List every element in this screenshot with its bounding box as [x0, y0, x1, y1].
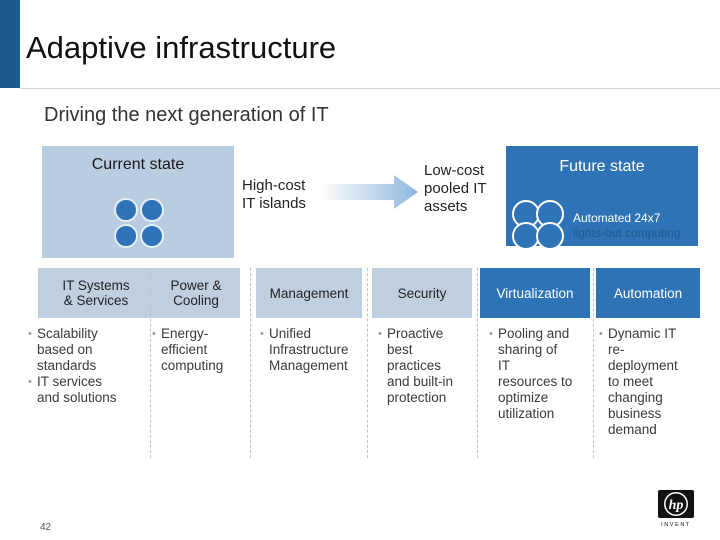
pooled-servers-icon — [512, 200, 570, 254]
bullet-item: Pooling and sharing of IT resources to o… — [489, 326, 591, 422]
column-divider — [477, 268, 478, 458]
low-cost-label: Low-cost pooled IT assets — [424, 162, 487, 215]
column-header-security: Security — [372, 268, 472, 318]
column-header-virtualization: Virtualization — [480, 268, 590, 318]
column-bullets-it-systems: Scalability based on standards IT servic… — [28, 326, 148, 406]
bullet-item: IT services and solutions — [28, 374, 148, 406]
logo-text: hp — [669, 498, 684, 513]
column-divider — [150, 268, 151, 458]
column-divider — [593, 268, 594, 458]
column-bullets-automation: Dynamic IT re- deployment to meet changi… — [599, 326, 703, 438]
high-cost-label: High-cost IT islands — [242, 177, 306, 212]
column-bullets-power-cooling: Energy- efficient computing — [152, 326, 248, 374]
column-header-it-systems: IT Systems& Services — [38, 268, 154, 318]
bullet-item: Unified Infrastructure Management — [260, 326, 366, 374]
column-header-management: Management — [256, 268, 362, 318]
column-bullets-management: Unified Infrastructure Management — [260, 326, 366, 374]
column-divider — [367, 268, 368, 458]
column-bullets-virtualization: Pooling and sharing of IT resources to o… — [489, 326, 591, 422]
transition-arrow-icon — [320, 175, 418, 209]
bullet-item: Energy- efficient computing — [152, 326, 248, 374]
column-divider — [250, 268, 251, 458]
title-accent-bar — [0, 0, 20, 88]
isolated-servers-icon — [114, 198, 164, 248]
hp-logo-icon: hp INVENT — [658, 490, 694, 528]
logo-subtext: INVENT — [661, 522, 691, 528]
bullet-item: Dynamic IT re- deployment to meet changi… — [599, 326, 703, 438]
current-state-title: Current state — [91, 156, 185, 173]
bullet-item: Proactive best practices and built-in pr… — [378, 326, 476, 406]
bullet-item: Scalability based on standards — [28, 326, 148, 374]
column-header-power-cooling: Power &Cooling — [152, 268, 240, 318]
slide-title: Adaptive infrastructure — [26, 30, 337, 65]
future-state-title: Future state — [559, 158, 645, 175]
page-number: 42 — [40, 522, 52, 533]
current-state-panel: Current state — [42, 146, 234, 258]
column-bullets-security: Proactive best practices and built-in pr… — [378, 326, 476, 406]
column-header-automation: Automation — [596, 268, 700, 318]
future-state-caption: Automated 24x7 lights-out computing — [573, 211, 681, 240]
title-divider — [20, 88, 720, 89]
future-state-panel: Future state — [506, 146, 698, 250]
slide-subtitle: Driving the next generation of IT — [44, 104, 329, 126]
